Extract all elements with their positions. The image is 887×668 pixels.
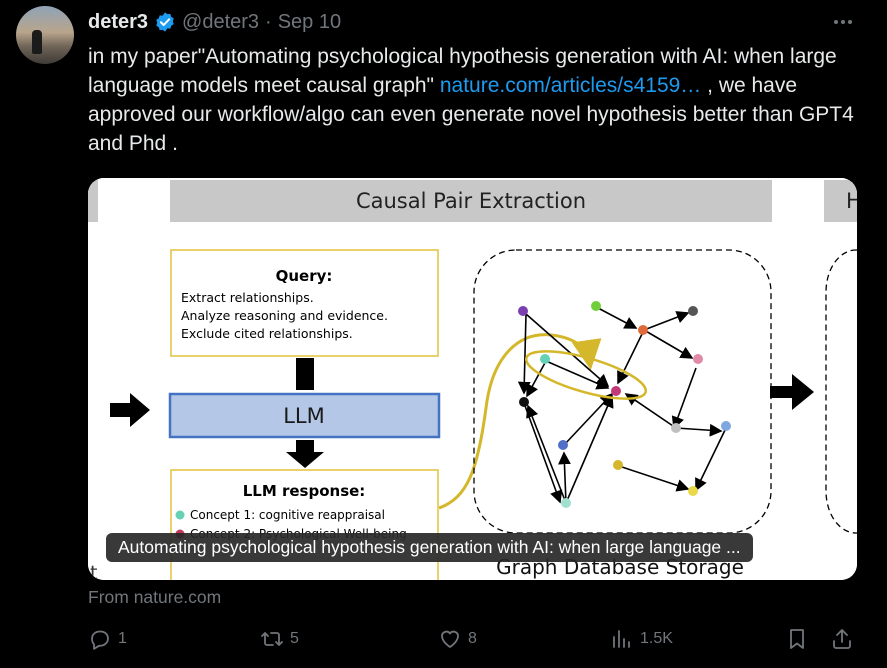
more-options-icon[interactable] xyxy=(829,12,857,32)
views-button[interactable]: 1.5K xyxy=(610,627,673,651)
post-date[interactable]: Sep 10 xyxy=(277,10,342,33)
bookmark-button[interactable] xyxy=(785,627,809,651)
concept-1-dot xyxy=(175,510,185,520)
repost-icon xyxy=(261,632,283,646)
card-caption[interactable]: Automating psychological hypothesis gene… xyxy=(106,533,753,562)
bookmark-icon xyxy=(790,629,804,649)
llm-box xyxy=(168,392,441,439)
flow-to-graph xyxy=(438,333,602,510)
repost-count: 5 xyxy=(290,630,299,647)
highlight-ellipse xyxy=(524,350,648,400)
query-line-2: Analyze reasoning and evidence. xyxy=(181,308,388,323)
section-title: Causal Pair Extraction xyxy=(356,189,586,213)
repost-button[interactable]: 5 xyxy=(260,627,299,651)
arrow-query-to-llm xyxy=(296,358,314,390)
avatar[interactable] xyxy=(16,6,74,64)
query-line-1: Extract relationships. xyxy=(181,290,314,305)
view-count: 1.5K xyxy=(640,630,673,647)
verified-badge-icon xyxy=(156,12,174,32)
reply-count: 1 xyxy=(118,630,127,647)
separator-dot: · xyxy=(265,10,272,33)
article-link[interactable]: nature.com/articles/s4159… xyxy=(439,74,702,97)
reply-icon xyxy=(91,630,109,650)
llm-label: LLM xyxy=(283,404,325,428)
card-source[interactable]: From nature.com xyxy=(88,587,222,607)
views-icon xyxy=(613,630,630,648)
arrow-llm-to-response xyxy=(286,440,324,468)
arrow-output xyxy=(770,374,814,410)
like-count: 8 xyxy=(468,630,477,647)
heart-icon xyxy=(441,630,459,648)
handle[interactable]: @deter3 xyxy=(182,10,260,33)
query-box xyxy=(170,249,439,357)
like-button[interactable]: 8 xyxy=(438,627,477,651)
avatar-figure xyxy=(32,30,42,54)
tweet-text-before: in my paper"Automating psychological hyp… xyxy=(88,45,837,97)
section-header-bar xyxy=(170,180,772,222)
graph-nodes xyxy=(518,301,731,508)
left-partial-text: t xyxy=(90,562,97,580)
share-icon xyxy=(833,629,851,649)
next-section-title: H xyxy=(846,189,857,213)
link-card[interactable]: Causal Pair Extraction H Query: Extract … xyxy=(88,178,857,580)
response-title: LLM response: xyxy=(243,482,366,500)
share-button[interactable] xyxy=(830,627,854,651)
tweet-text: in my paper"Automating psychological hyp… xyxy=(88,42,868,158)
concept-1: Concept 1: cognitive reappraisal xyxy=(190,508,385,522)
reply-button[interactable]: 1 xyxy=(88,627,127,651)
tweet-header: deter3 @deter3 · Sep 10 xyxy=(88,9,341,35)
display-name[interactable]: deter3 xyxy=(88,10,149,33)
tweet-text-after: , we have approved our workflow/algo can… xyxy=(88,74,854,155)
query-title: Query: xyxy=(276,267,333,285)
card-figure: Causal Pair Extraction H Query: Extract … xyxy=(88,178,857,580)
next-section-bar xyxy=(824,180,857,222)
arrow-input xyxy=(110,393,150,427)
query-line-3: Exclude cited relationships. xyxy=(181,326,353,341)
causal-graph xyxy=(517,307,727,504)
action-bar: 1 5 8 1.5K xyxy=(88,627,858,657)
